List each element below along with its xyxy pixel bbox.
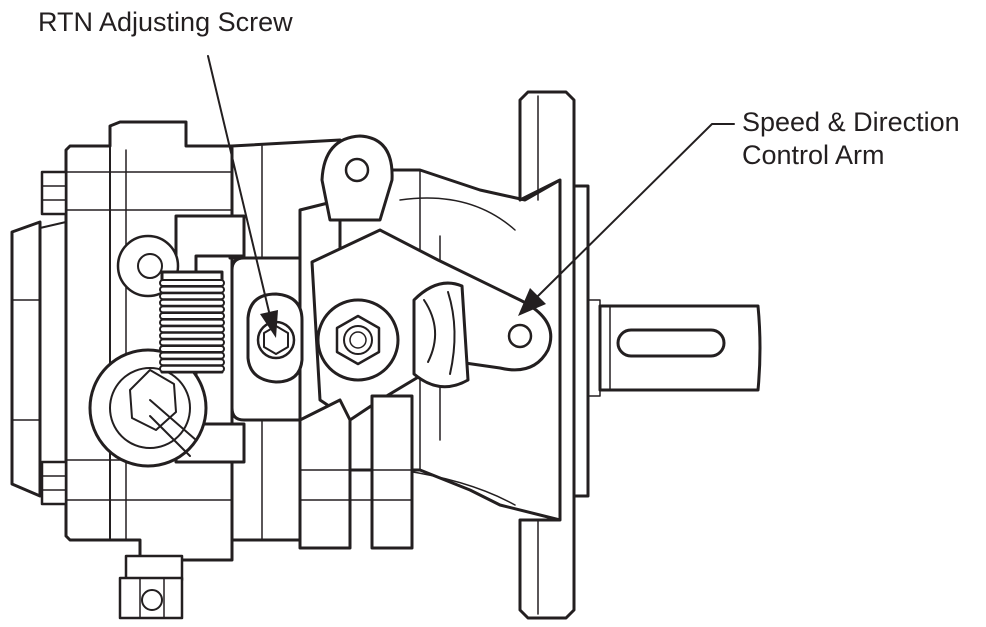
- spring-coil: [159, 358, 225, 367]
- control-arm-label-line-1: Speed & Direction: [742, 107, 960, 137]
- mounting-flange: [518, 90, 601, 620]
- arm-pivot-lobe: [320, 134, 394, 222]
- spring-coil: [159, 364, 225, 373]
- lower-bracket: [298, 394, 414, 550]
- spring-coil: [159, 345, 225, 353]
- output-shaft: [598, 304, 762, 392]
- spring-coil: [159, 325, 225, 334]
- spring-bracket: [88, 214, 246, 468]
- extension-spring: [159, 279, 225, 373]
- spring-coil: [159, 331, 225, 340]
- rtn-screw-block: [228, 256, 304, 422]
- spring-coil: [159, 312, 225, 320]
- bottom-fitting: [118, 554, 184, 620]
- spring-coil: [159, 279, 225, 287]
- spring-coil: [159, 338, 225, 347]
- spring-coil: [159, 351, 225, 360]
- speed-direction-control-arm: [310, 228, 553, 422]
- end-cap-boss: [10, 220, 67, 499]
- spring-coil: [159, 292, 225, 301]
- speed-direction-control-arm-label: Speed & Direction Control Arm: [742, 106, 960, 172]
- spring-coil: [159, 305, 225, 314]
- spring-coil: [159, 318, 225, 327]
- rtn-adjusting-screw-label: RTN Adjusting Screw: [38, 7, 293, 37]
- control-arm-label-line-2: Control Arm: [742, 140, 885, 170]
- spring-coil: [159, 298, 225, 307]
- control-arm-leader: [518, 123, 735, 316]
- rtn-screw-leader: [207, 55, 278, 338]
- housing-bolts: [40, 170, 68, 506]
- spring-coil: [159, 285, 225, 294]
